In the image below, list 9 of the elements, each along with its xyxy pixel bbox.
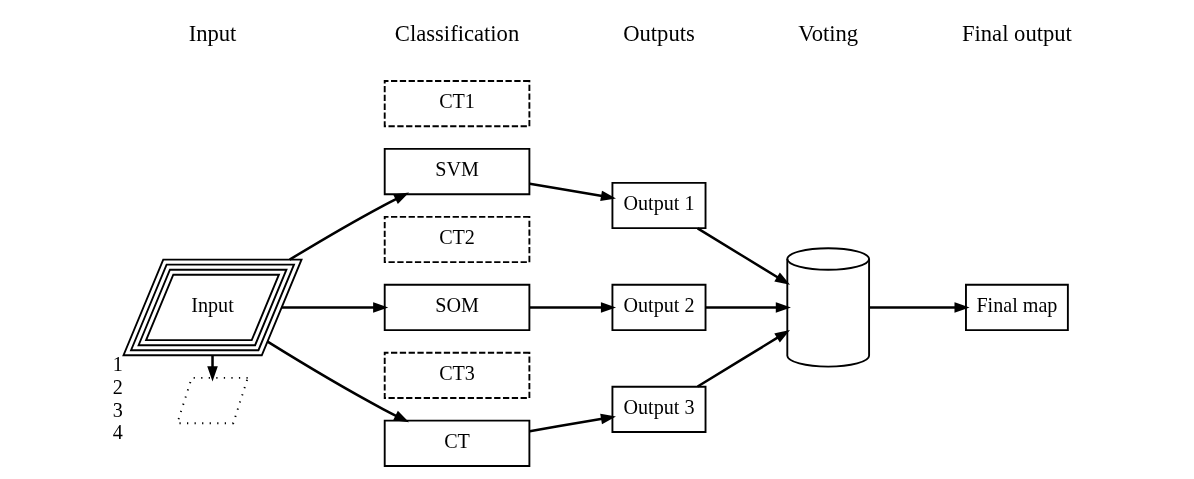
label: Input xyxy=(188,21,236,47)
label: Final output xyxy=(961,21,1072,47)
node-label: 1 xyxy=(112,353,123,376)
node-label: 3 xyxy=(112,398,123,421)
label: Classification xyxy=(394,21,519,47)
label: Voting xyxy=(797,21,858,47)
label: Outputs xyxy=(622,21,695,47)
node-label: 4 xyxy=(112,421,123,444)
node-label: 2 xyxy=(112,376,123,398)
